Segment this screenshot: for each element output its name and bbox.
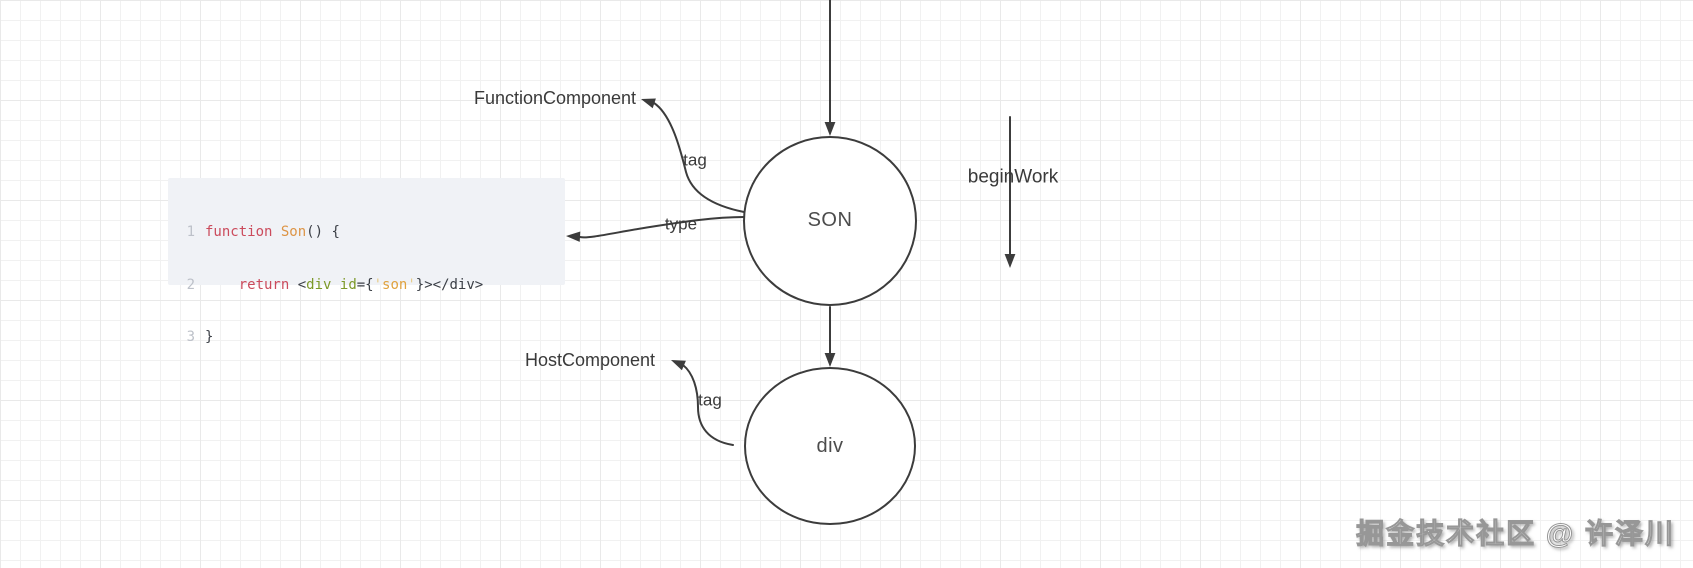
arrowhead-son-to-div-icon	[824, 353, 836, 367]
arrowhead-beginwork-icon	[1004, 254, 1016, 268]
code-text: }	[205, 329, 214, 345]
arrow-son-type-curve	[579, 216, 745, 239]
arrowhead-top-to-son-icon	[824, 122, 836, 136]
host-component-label: HostComponent	[524, 350, 656, 370]
function-component-label: FunctionComponent	[473, 88, 637, 108]
juejin-watermark: 掘金技术社区 @ 许泽川	[1356, 518, 1675, 550]
code-line: 1 function Son() {	[168, 224, 565, 242]
node-div-label: div	[816, 435, 844, 457]
line-number: 1	[186, 224, 195, 240]
arrowhead-son-tag-icon	[641, 98, 656, 109]
code-text: function Son() {	[205, 224, 340, 240]
arrow-div-tag-curve	[682, 364, 734, 446]
type-label: type	[664, 214, 698, 234]
beginwork-label: beginWork	[967, 166, 1059, 188]
code-text: return <div id={'son'}></div>	[238, 276, 484, 293]
node-son-circle	[743, 136, 917, 306]
line-number: 2	[186, 276, 195, 293]
arrow-son-tag-curve	[653, 102, 745, 213]
code-line: 2 return <div id={'son'}></div>	[168, 277, 565, 295]
tag-label-top: tag	[683, 150, 707, 170]
tag-label-bottom: tag	[698, 390, 722, 410]
node-son-label: SON	[807, 209, 853, 231]
arrowhead-son-type-icon	[566, 231, 581, 242]
node-div-circle	[744, 367, 916, 525]
code-snippet: 1 function Son() { 2 return <div id={'son…	[168, 178, 565, 345]
line-number: 3	[186, 329, 195, 345]
arrowhead-div-tag-icon	[671, 360, 686, 371]
code-line: 3}	[168, 329, 565, 347]
